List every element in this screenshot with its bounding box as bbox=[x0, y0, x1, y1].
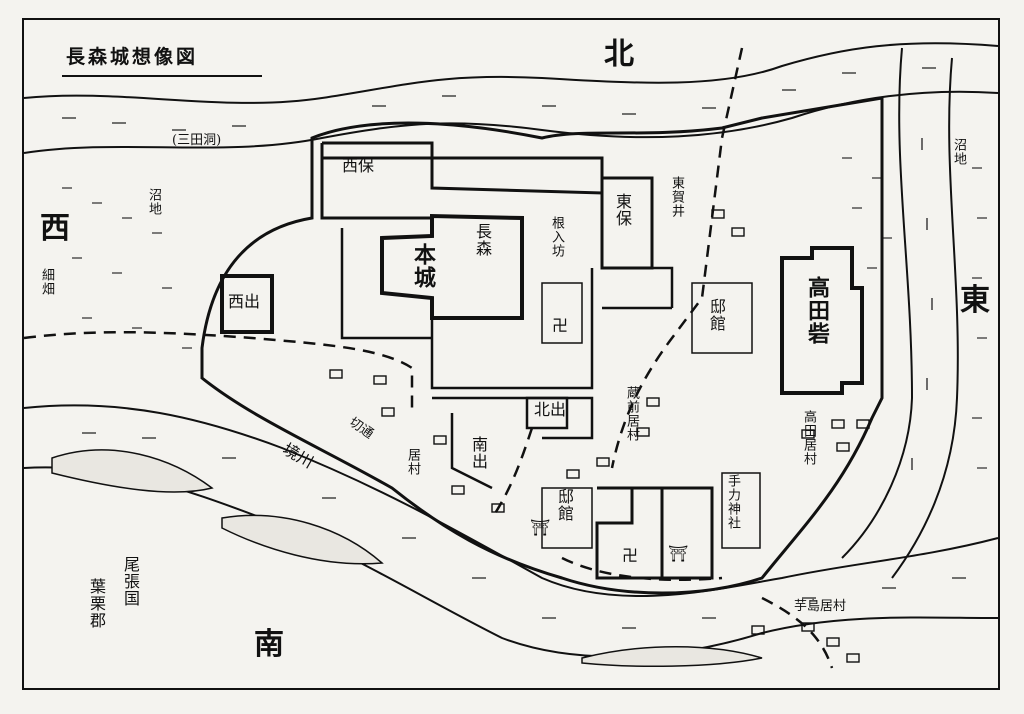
yashiki-ne-box bbox=[691, 282, 753, 354]
temple-icon: 卍 bbox=[552, 316, 569, 335]
river-south bbox=[23, 404, 999, 658]
label-kurama-kyoson: 蔵前居村 bbox=[624, 386, 639, 442]
label-higashi-bo: 東保 bbox=[613, 193, 632, 227]
outer-moat bbox=[200, 96, 884, 595]
house-marks bbox=[329, 209, 870, 663]
label-honjo-sub: 長森 bbox=[473, 223, 492, 257]
shrine-icon: ⛩ bbox=[530, 518, 551, 537]
label-takada-kyoson: 高田居村 bbox=[801, 410, 816, 466]
temple-icon: 卍 bbox=[622, 546, 639, 565]
nishi-bo-enclosure bbox=[320, 141, 604, 220]
inner-bailey-walls bbox=[340, 228, 674, 490]
direction-south: 南 bbox=[254, 627, 284, 662]
label-yashiki-s: 邸館 bbox=[555, 488, 574, 522]
shrine-box bbox=[721, 472, 761, 549]
direction-east: 東 bbox=[960, 283, 990, 318]
castle-map bbox=[22, 18, 1000, 690]
river-hatching bbox=[62, 67, 966, 629]
label-sanda-hora: (三田洞) bbox=[172, 133, 222, 148]
label-yashiki-ne: 邸館 bbox=[707, 298, 726, 332]
nenyu-bo-box bbox=[541, 282, 583, 344]
label-imojima-kyoson: 芋島居村 bbox=[794, 599, 847, 614]
label-nishi-de: 西出 bbox=[228, 292, 261, 311]
label-minami-de: 南出 bbox=[469, 436, 488, 470]
yashiki-s-box bbox=[541, 487, 593, 549]
label-honjo: 本城 bbox=[410, 243, 436, 289]
roads-dashed bbox=[23, 47, 834, 669]
label-owari-koku: 尾張国 bbox=[121, 556, 140, 607]
takada-toride-enclosure bbox=[780, 246, 864, 395]
shrine-icon: ⛩ bbox=[668, 544, 689, 563]
label-hosobata: 細畑 bbox=[39, 268, 54, 296]
south-temple-block bbox=[595, 486, 714, 580]
river-east bbox=[841, 47, 959, 579]
label-kita-de: 北出 bbox=[534, 400, 567, 419]
label-nenyu-bo: 根入坊 bbox=[549, 216, 564, 258]
direction-north: 北 bbox=[604, 37, 634, 72]
label-gyoson: 居村 bbox=[405, 448, 420, 476]
honjo-enclosure bbox=[380, 213, 524, 320]
label-tega-jinja: 手力神社 bbox=[725, 474, 740, 530]
label-numachi-west: 沼地 bbox=[146, 188, 161, 216]
swamp-pattern bbox=[62, 157, 987, 469]
label-takada-toride: 高田砦 bbox=[804, 276, 830, 345]
direction-west: 西 bbox=[40, 211, 70, 246]
label-hazuri-gun: 葉栗郡 bbox=[87, 578, 106, 629]
sandbank bbox=[51, 449, 763, 668]
map-frame: 長森城想像図 北 南 東 西 本城 長森 西保 東保 西出 南出 北出 高田砦 … bbox=[22, 18, 1000, 690]
label-numachi-east: 沼地 bbox=[951, 138, 966, 166]
label-higashi-gai: 東賀井 bbox=[669, 176, 684, 218]
label-nishi-bo: 西保 bbox=[342, 156, 375, 175]
nishi-de-enclosure bbox=[220, 274, 274, 334]
map-title: 長森城想像図 bbox=[66, 46, 199, 68]
